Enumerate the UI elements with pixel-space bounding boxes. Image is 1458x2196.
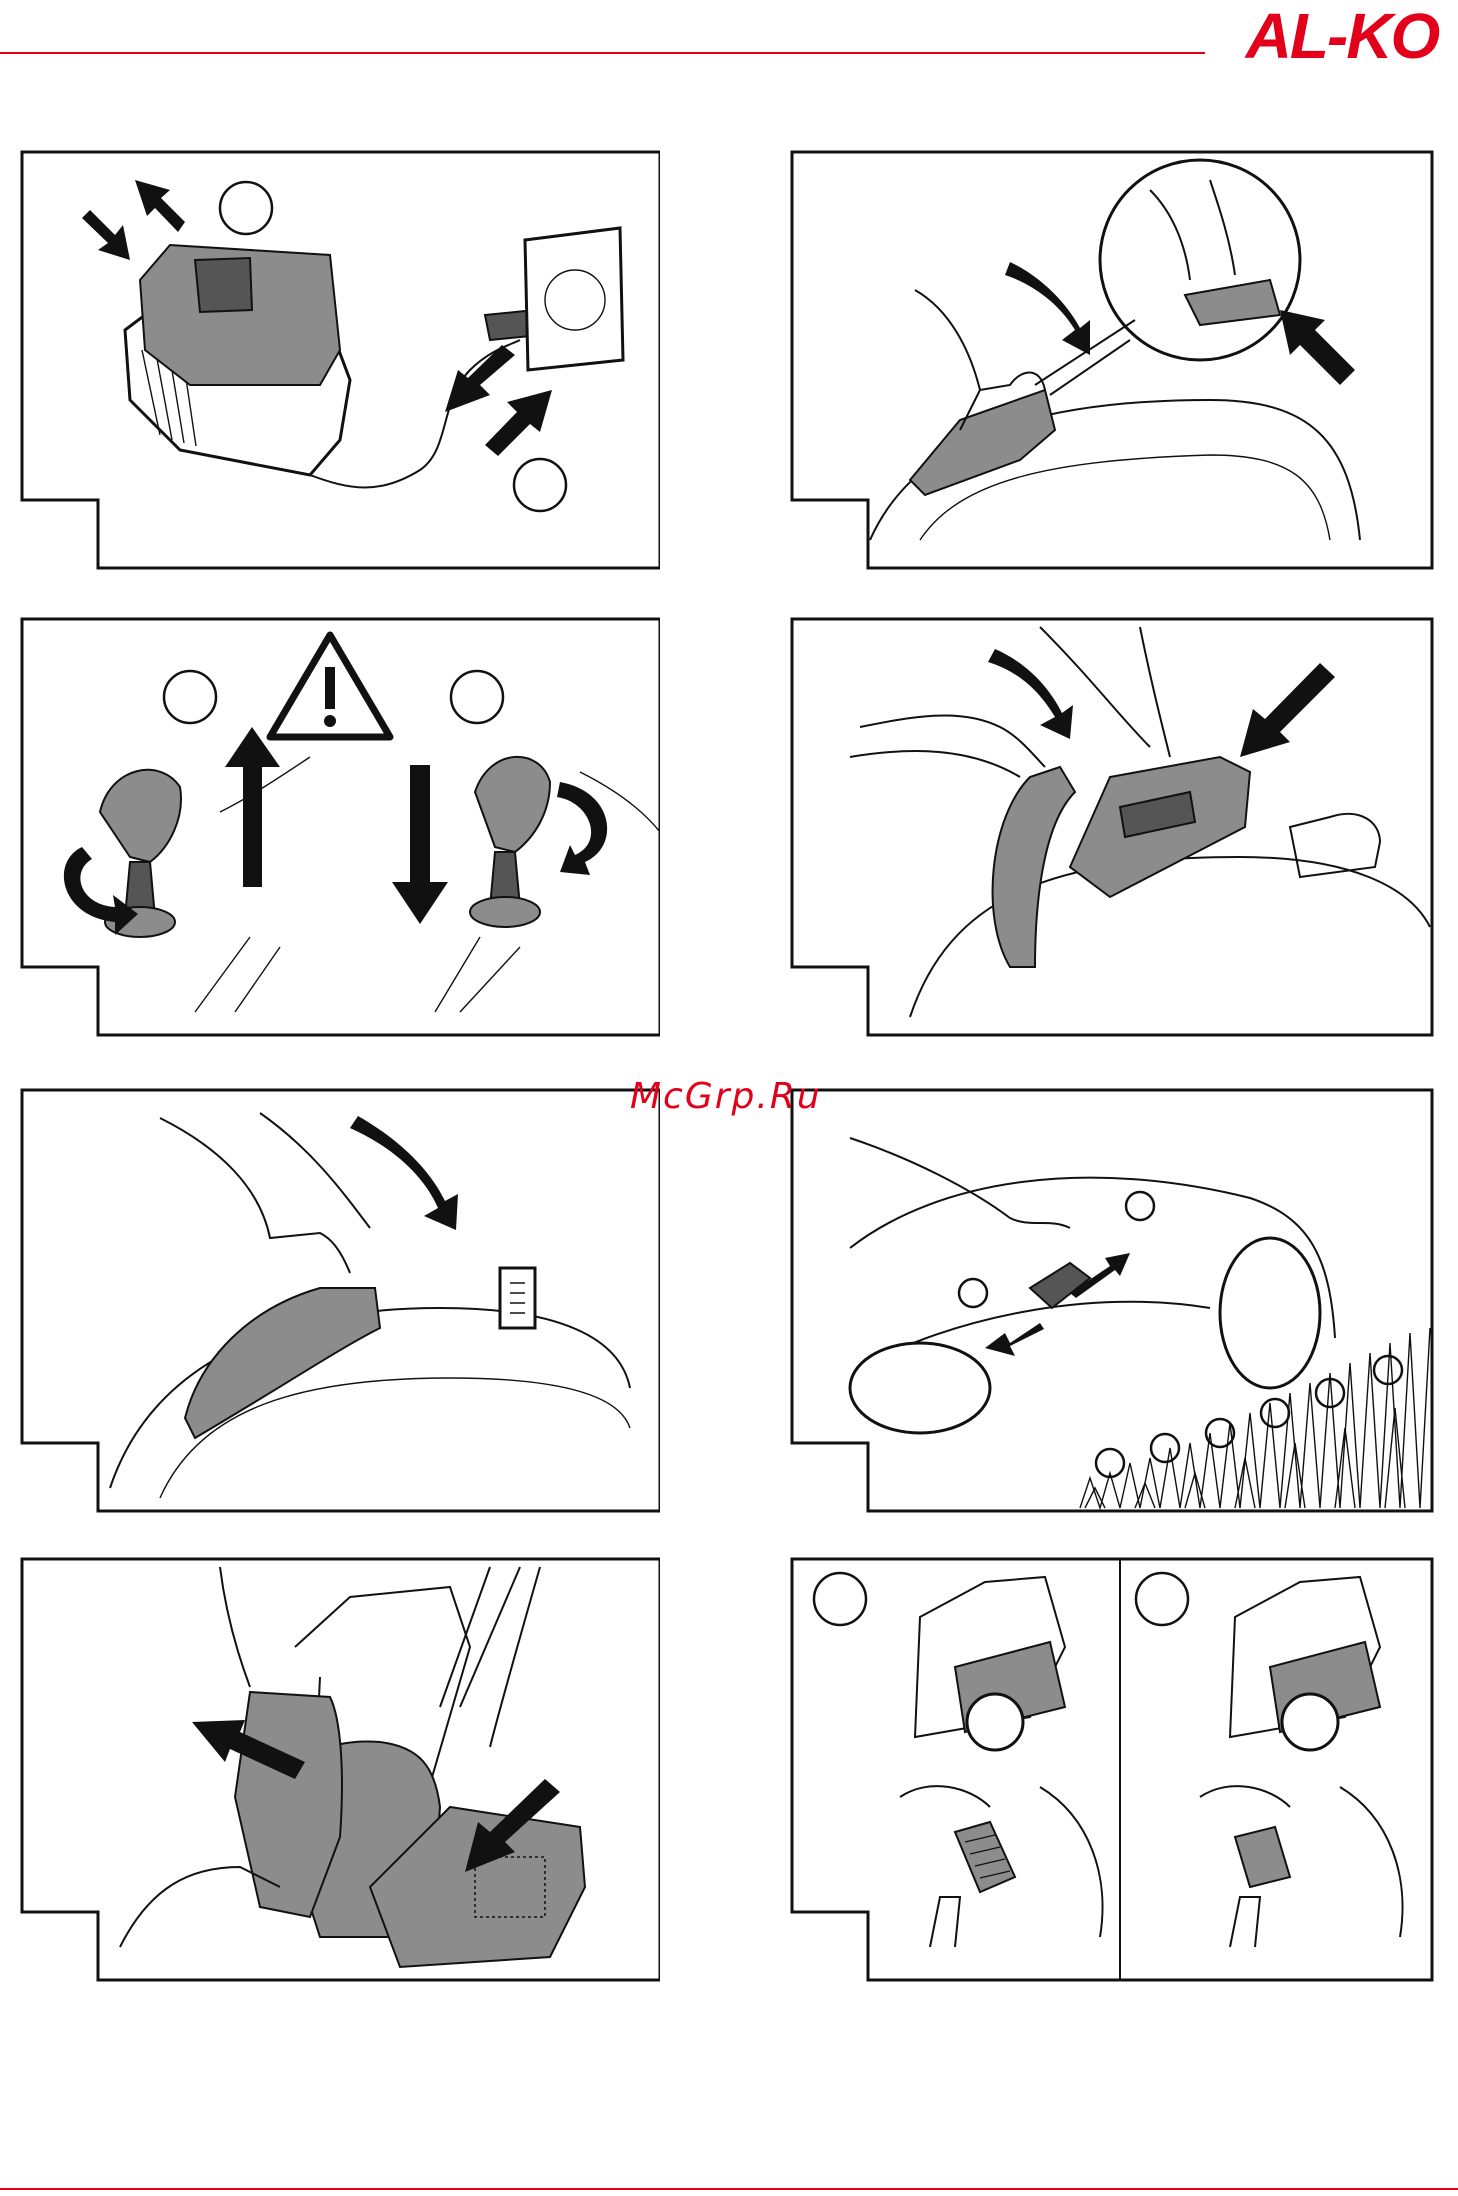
panel-grass-box-attach: [20, 1557, 660, 1982]
panel-mulch-insert: [790, 1557, 1435, 1982]
wheel-icon: [850, 1343, 990, 1433]
step-circle-icon: [220, 182, 272, 234]
panel-battery-cover-open: [790, 150, 1435, 570]
panel-safety-key: [20, 617, 660, 1037]
footer-rule: [0, 2188, 1458, 2190]
battery-icon: [140, 245, 340, 385]
height-step-1: [959, 1279, 987, 1307]
latch-clip: [500, 1268, 535, 1328]
panel-battery-cover-close: [20, 1088, 660, 1513]
watermark: McGrp.Ru: [630, 1076, 822, 1117]
brand-logo: AL-KO: [1228, 8, 1456, 64]
wall-socket-icon: [525, 228, 623, 370]
step-circle-icon: [514, 459, 566, 511]
panel-battery-insert: [790, 617, 1435, 1037]
step-circle-icon: [814, 1573, 866, 1625]
panel-cutting-height: [790, 1088, 1435, 1513]
header-rule: [0, 52, 1205, 54]
panel-charger-plug: [20, 150, 660, 570]
height-step-2: [1126, 1192, 1154, 1220]
step-circle-icon: [164, 671, 216, 723]
step-circle-icon: [1136, 1573, 1188, 1625]
wheel-icon: [1220, 1238, 1320, 1388]
step-circle-icon: [451, 671, 503, 723]
